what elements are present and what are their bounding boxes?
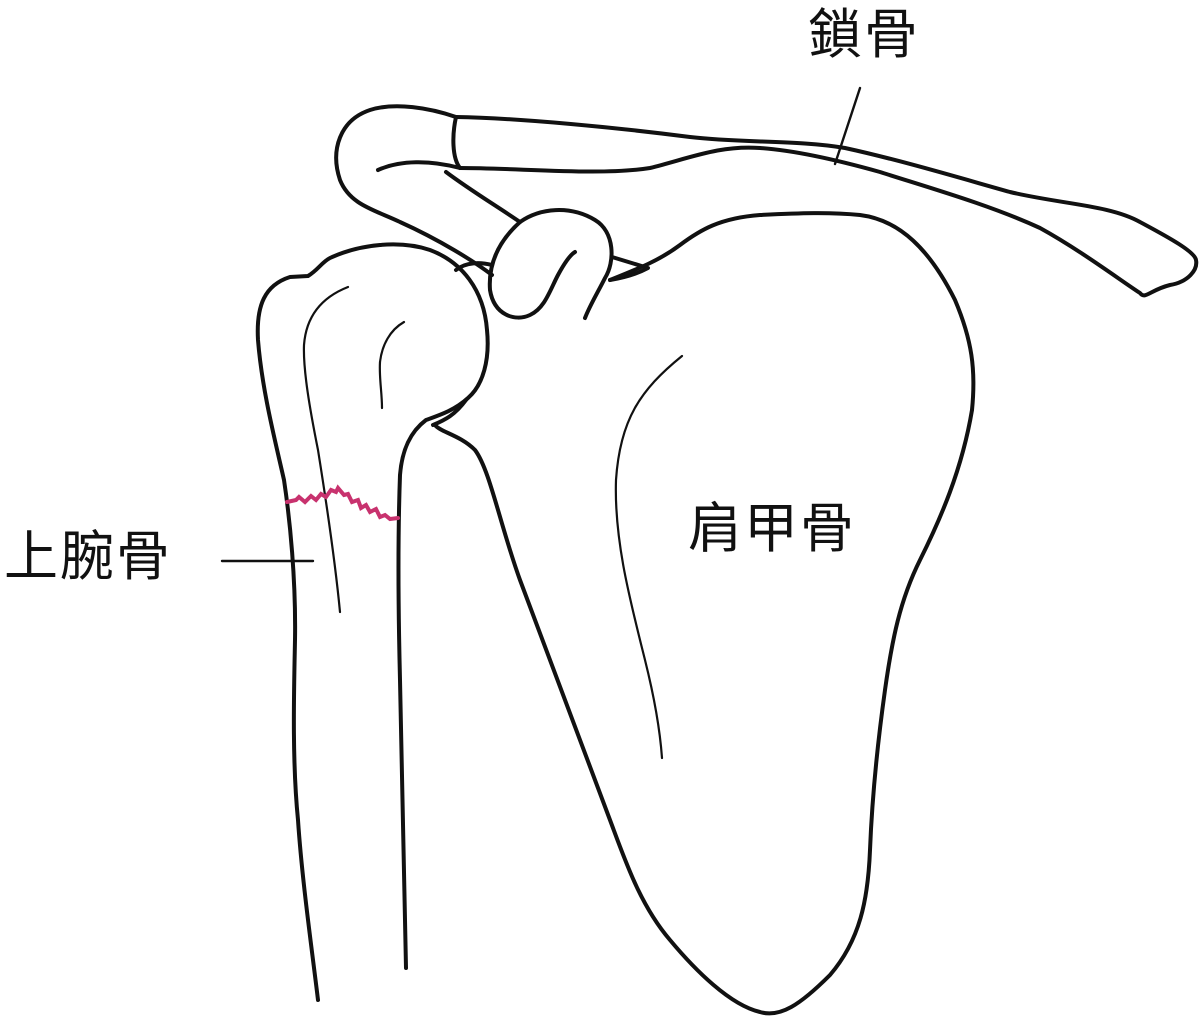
scapula-label: 肩甲骨 — [688, 497, 856, 560]
humerus-bone — [255, 242, 490, 1002]
clavicle-bone — [334, 104, 1199, 298]
humerus-label: 上腕骨 — [4, 525, 172, 588]
clavicle-leader-line — [833, 86, 862, 166]
scapula-bone — [431, 208, 976, 1016]
clavicle-label: 鎖骨 — [808, 3, 920, 66]
fracture-line — [285, 484, 400, 522]
